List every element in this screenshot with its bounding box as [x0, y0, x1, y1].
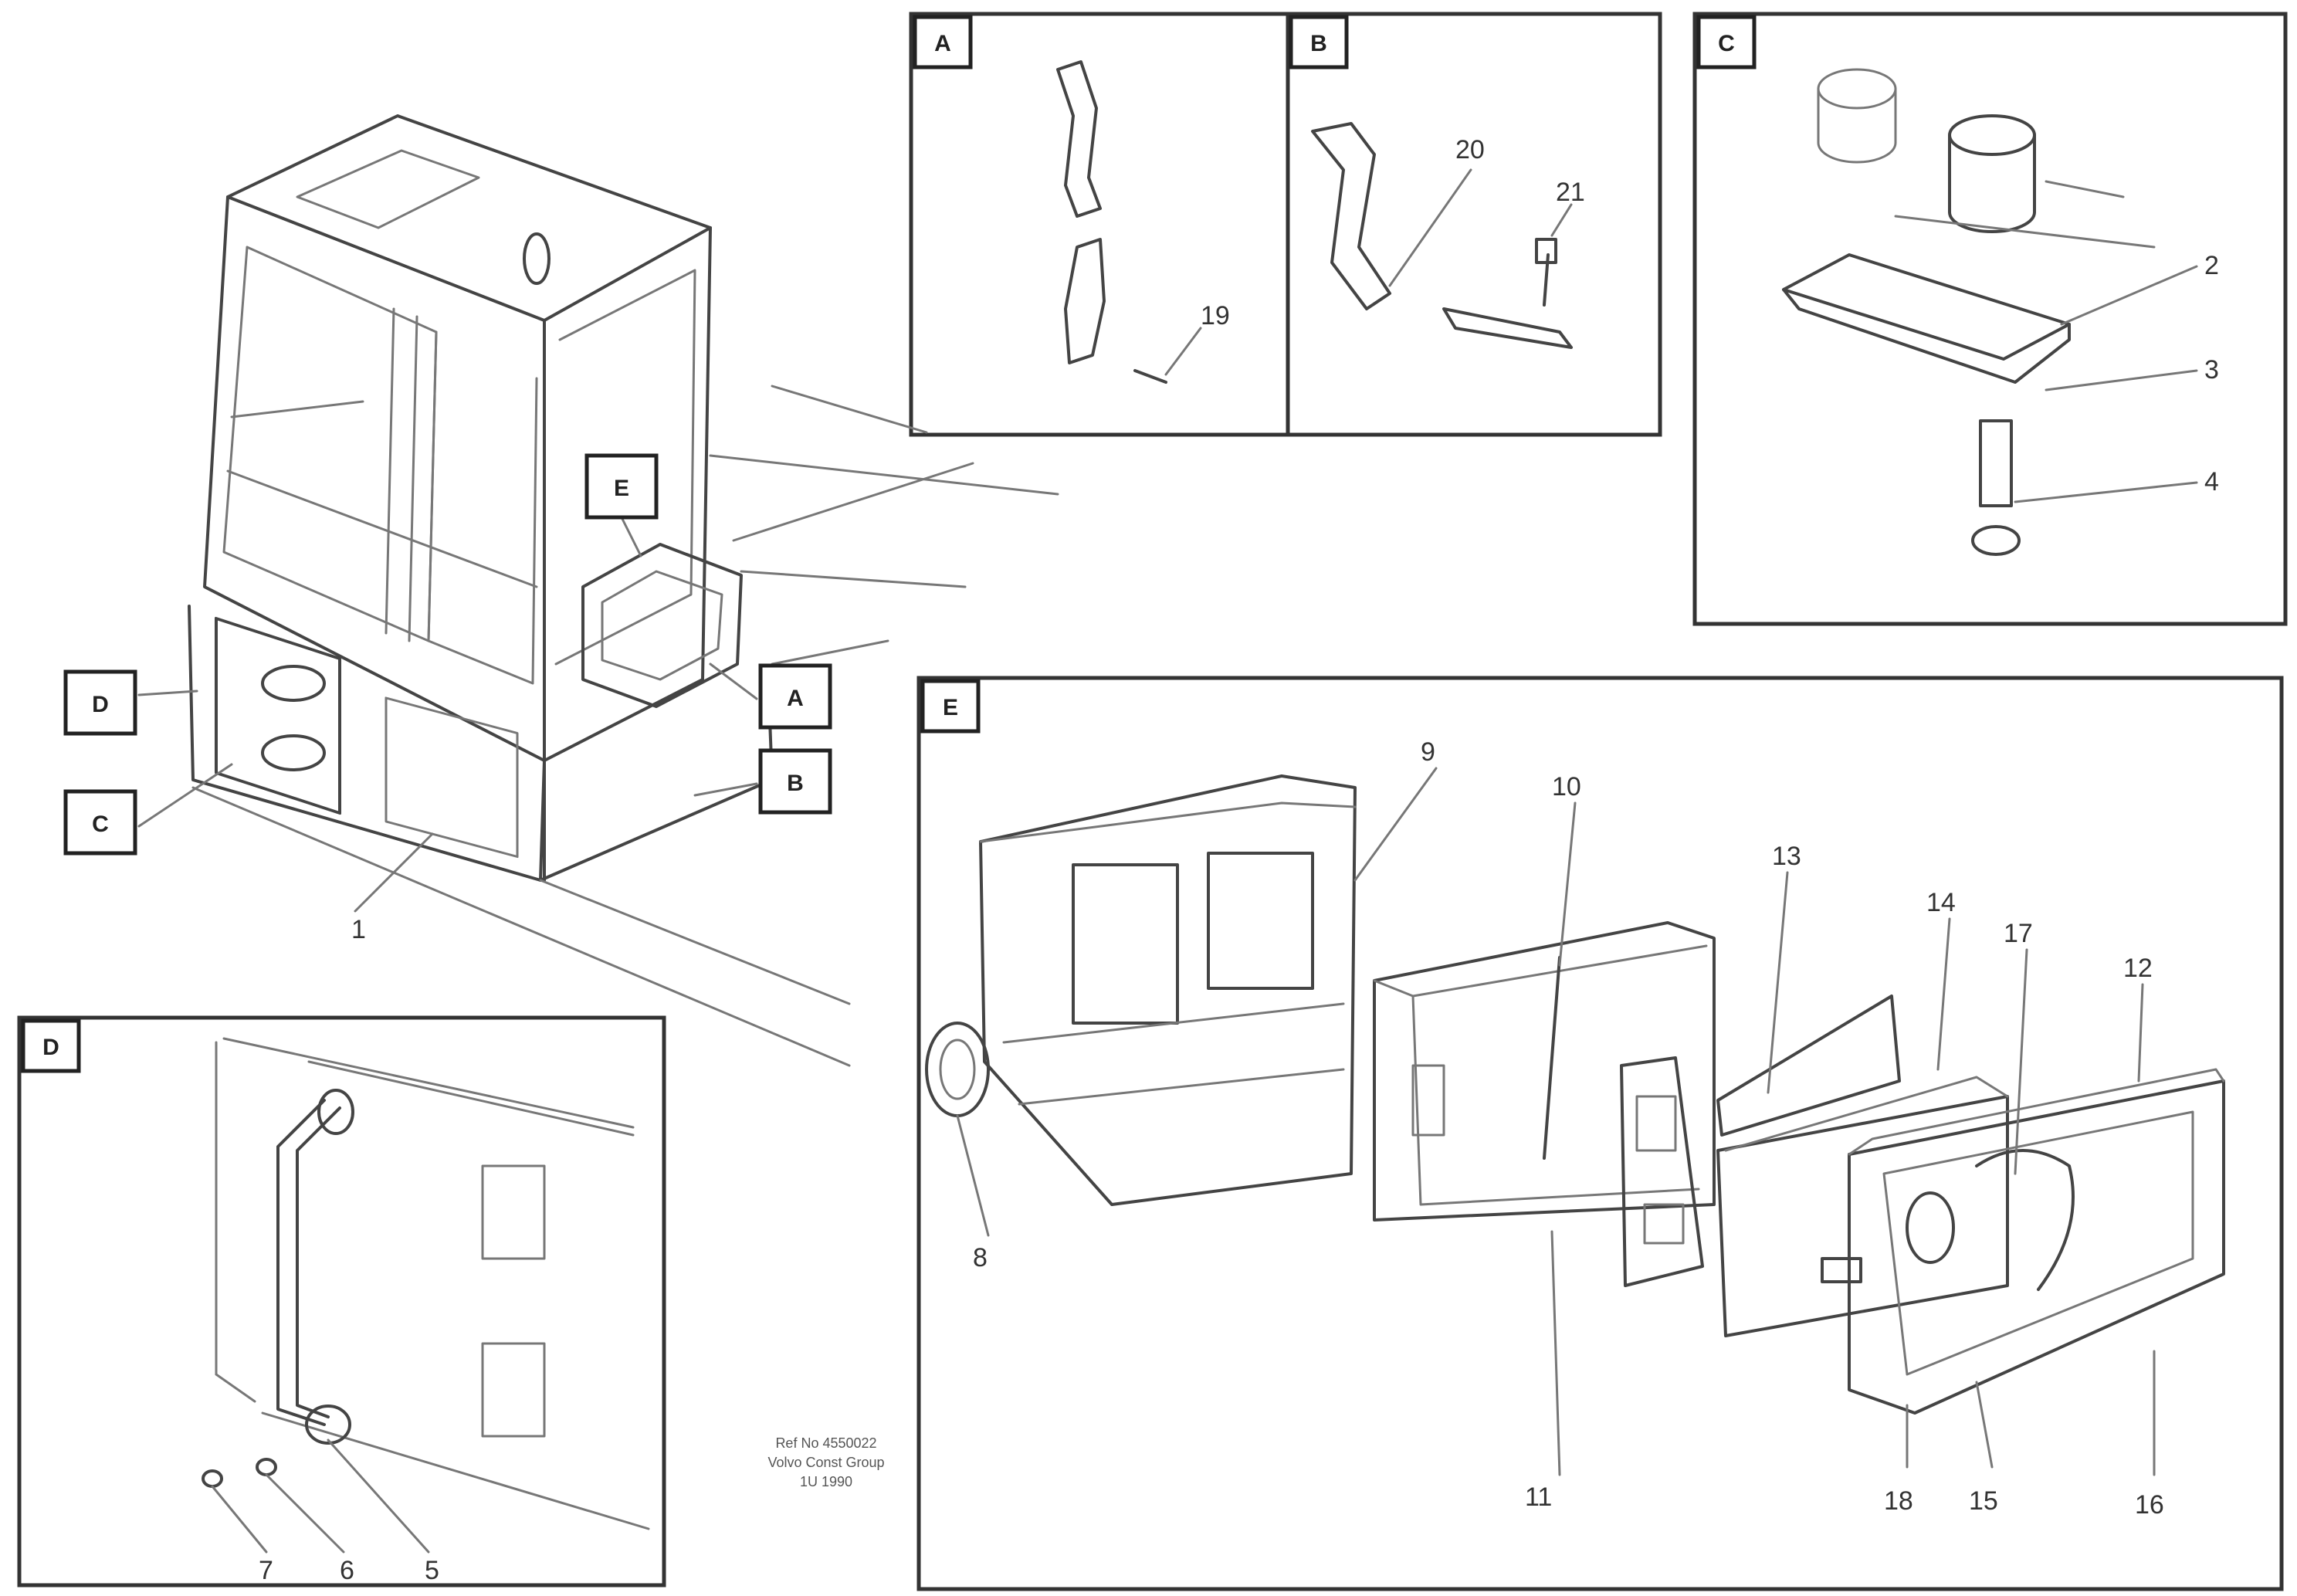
tag-b-main[interactable]: B: [758, 748, 832, 815]
part-label-4: 4: [2204, 467, 2219, 496]
svg-text:D: D: [92, 692, 109, 717]
part-label-15: 15: [1969, 1486, 1998, 1516]
svg-text:1U 1990: 1U 1990: [800, 1474, 852, 1489]
part-label-10: 10: [1552, 772, 1581, 801]
part-label-19: 19: [1201, 301, 1230, 330]
part-label-7: 7: [259, 1556, 273, 1585]
svg-text:C: C: [92, 812, 109, 837]
tag-e-panel: E: [920, 679, 981, 734]
part-label-6: 6: [340, 1556, 354, 1585]
panel-d-detail: [202, 1037, 650, 1530]
tag-d-panel: D: [21, 1018, 81, 1073]
svg-text:E: E: [614, 476, 629, 501]
tag-b-panel: B: [1289, 15, 1349, 69]
reference-stamp: Ref No 4550022 Volvo Const Group 1U 1990: [767, 1435, 884, 1489]
cab-illustration: [137, 114, 1059, 1067]
svg-text:B: B: [787, 771, 804, 796]
panel-e-frame: [916, 676, 2284, 1591]
part-label-8: 8: [973, 1243, 988, 1272]
panel-c-detail: [1782, 68, 2156, 556]
tag-a-panel: A: [913, 15, 973, 69]
tag-a-main[interactable]: A: [758, 663, 832, 730]
part-label-12: 12: [2123, 954, 2153, 983]
part-label-20: 20: [1455, 135, 1485, 164]
tag-c-main[interactable]: C: [63, 789, 137, 856]
svg-text:C: C: [1718, 31, 1735, 56]
svg-text:D: D: [42, 1035, 59, 1060]
panel-a-detail: [1056, 60, 1167, 384]
svg-text:A: A: [787, 686, 804, 711]
part-label-13: 13: [1772, 842, 1801, 871]
svg-text:Ref No 4550022: Ref No 4550022: [775, 1435, 876, 1451]
part-label-14: 14: [1926, 888, 1956, 917]
part-label-3: 3: [2204, 355, 2219, 385]
tag-d-main[interactable]: D: [63, 669, 137, 736]
part-label-18: 18: [1884, 1486, 1913, 1516]
part-label-9: 9: [1421, 737, 1435, 767]
panel-e-detail: [925, 774, 2225, 1415]
part-label-1: 1: [351, 915, 366, 944]
tag-c-panel: C: [1696, 15, 1757, 69]
part-label-2: 2: [2204, 251, 2219, 280]
svg-text:B: B: [1310, 31, 1327, 56]
part-label-16: 16: [2135, 1490, 2164, 1520]
panel-c-frame: [1692, 12, 2288, 626]
part-label-21: 21: [1556, 178, 1585, 207]
panel-d-frame: [17, 1015, 666, 1588]
tag-e-main[interactable]: E: [584, 453, 659, 520]
panel-a-b-frame: [909, 12, 1662, 437]
part-label-17: 17: [2004, 919, 2033, 948]
panel-b-detail: [1311, 122, 1573, 349]
svg-text:Volvo Const Group: Volvo Const Group: [767, 1455, 884, 1470]
svg-text:E: E: [943, 695, 958, 720]
part-label-5: 5: [425, 1556, 439, 1585]
part-label-11: 11: [1525, 1482, 1552, 1512]
svg-text:A: A: [934, 31, 951, 56]
